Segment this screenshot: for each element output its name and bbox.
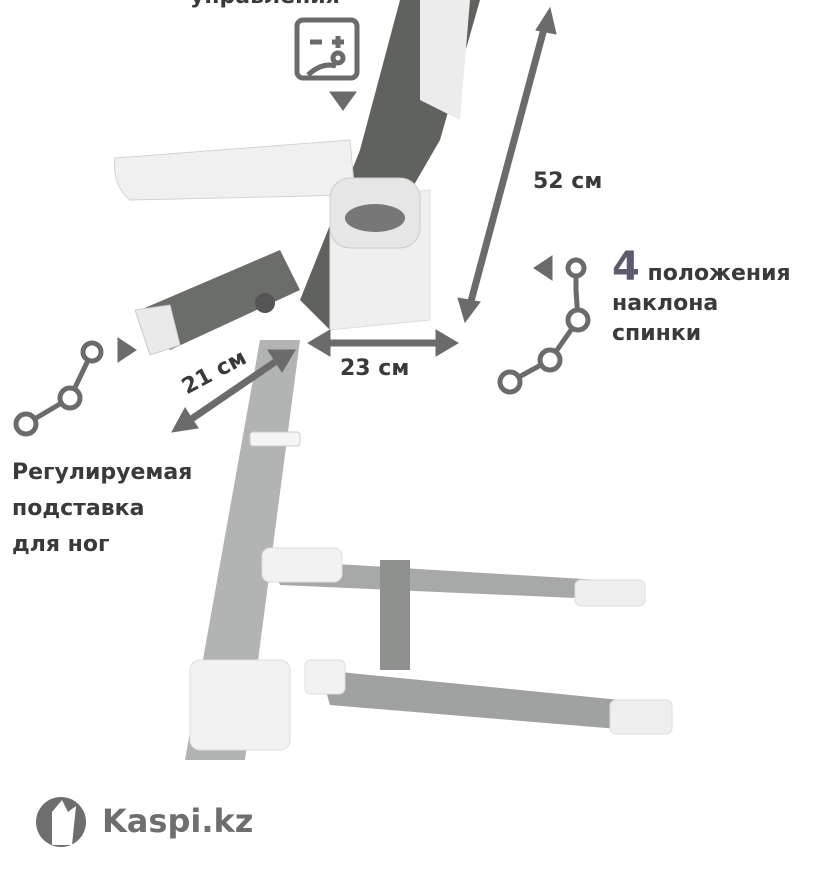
footrest-text-3: для ног [12, 532, 110, 557]
recline-number: 4 [612, 244, 640, 290]
control-panel-icon [294, 17, 360, 81]
kaspi-logo-icon [36, 797, 86, 847]
seat-depth-label: 23 см [340, 356, 410, 381]
front-leg [320, 670, 630, 730]
footrest-positions-icon [13, 340, 104, 437]
control-panel-label: управления [190, 0, 340, 12]
kaspi-watermark: Kaspi.kz [102, 802, 254, 840]
tray [114, 139, 356, 201]
foot-cap [189, 659, 291, 751]
backrest-height-label: 52 см [533, 169, 603, 194]
recline-positions-icon [497, 257, 591, 395]
footrest-text-1: Регулируемая [12, 460, 193, 485]
recline-text-1: положения [647, 261, 791, 286]
footrest-label: Регулируемая подставка для ног [12, 455, 192, 563]
recline-label: 4 положения наклона спинки [612, 247, 791, 349]
recline-text-3: спинки [612, 321, 702, 346]
footrest [140, 250, 300, 350]
footrest-text-2: подставка [12, 496, 145, 521]
arrow-down-icon [329, 91, 357, 111]
recline-text-2: наклона [612, 291, 719, 316]
dimension-arrows [117, 6, 557, 433]
rear-leg [270, 560, 620, 600]
